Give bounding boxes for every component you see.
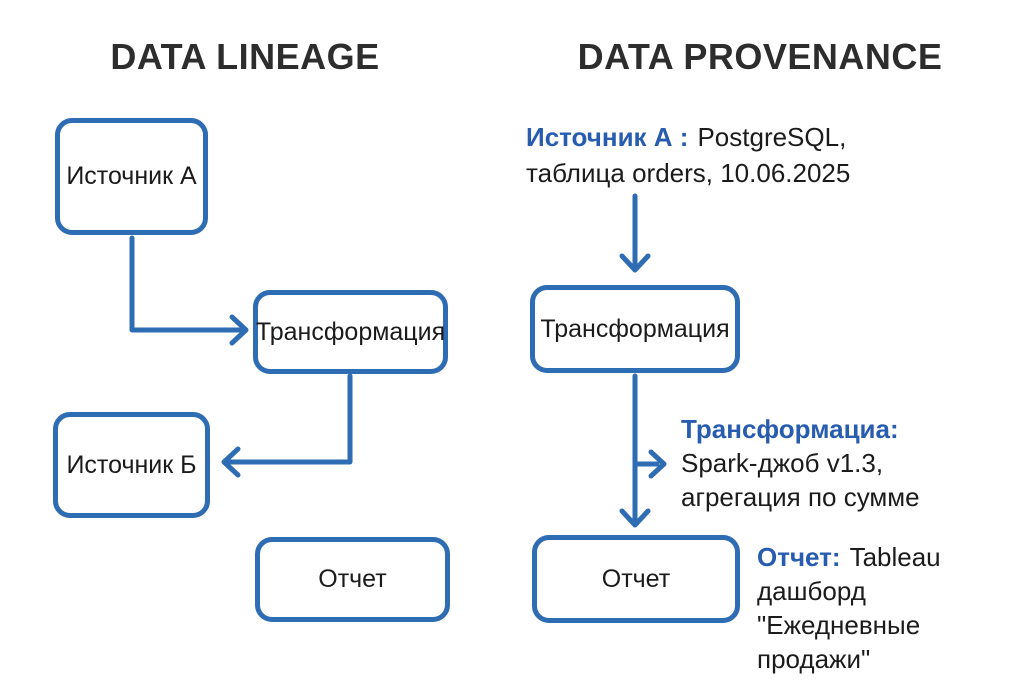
transformation-annotation-label: Трансформациа: [681, 414, 899, 444]
arrow-transformation-to-report-right [619, 373, 651, 528]
report-annotation-line1-text: Tableau [849, 542, 941, 572]
right-column-title: DATA PROVENANCE [577, 36, 943, 77]
arrow-into-transformation-right [619, 193, 651, 273]
source-annotation: Источник А : PostgreSQL, таблица orders, … [526, 119, 850, 191]
arrow-branch-to-transformation-annotation [632, 449, 667, 479]
node-report-right: Отчет [532, 535, 740, 623]
transformation-annotation-line2: агрегация по сумме [681, 482, 920, 512]
report-annotation-label: Отчет: [757, 542, 841, 572]
source-annotation-line1: Источник А : PostgreSQL, [526, 119, 850, 155]
node-report-left-label: Отчет [318, 565, 387, 593]
source-annotation-label: Источник А : [526, 122, 689, 152]
node-source-a: Источник А [55, 118, 208, 235]
arrow-transformation-to-source-b [221, 373, 353, 478]
node-transformation-left-label: Трансформация [255, 317, 446, 346]
transformation-annotation: Трансформациа: Spark-джоб v1.3, агрегаци… [681, 412, 920, 514]
node-transformation-right: Трансформация [530, 285, 740, 373]
node-transformation-left: Трансформация [253, 290, 448, 374]
node-source-a-label: Источник А [66, 162, 197, 190]
report-annotation-line4: продажи" [757, 644, 871, 674]
report-annotation-line2: дашборд [757, 576, 866, 606]
arrow-source-a-to-transformation [129, 235, 249, 346]
source-annotation-line2: таблица orders, 10.06.2025 [526, 158, 851, 188]
report-annotation-line3: "Ежедневные [757, 610, 921, 640]
node-source-b-label: Источник Б [66, 450, 197, 479]
node-source-b: Источник Б [53, 412, 210, 518]
left-column-title: DATA LINEAGE [110, 36, 380, 77]
report-annotation: Отчет: Tableau дашборд "Ежедневные продаж… [757, 540, 941, 676]
source-annotation-line1-text: PostgreSQL, [697, 122, 847, 152]
node-transformation-right-label: Трансформация [540, 314, 730, 343]
report-annotation-line1: Отчет: Tableau [757, 540, 941, 574]
node-report-right-label: Отчет [601, 564, 671, 593]
node-report-left: Отчет [255, 537, 450, 622]
transformation-annotation-line1: Spark-джоб v1.3, [681, 448, 884, 478]
